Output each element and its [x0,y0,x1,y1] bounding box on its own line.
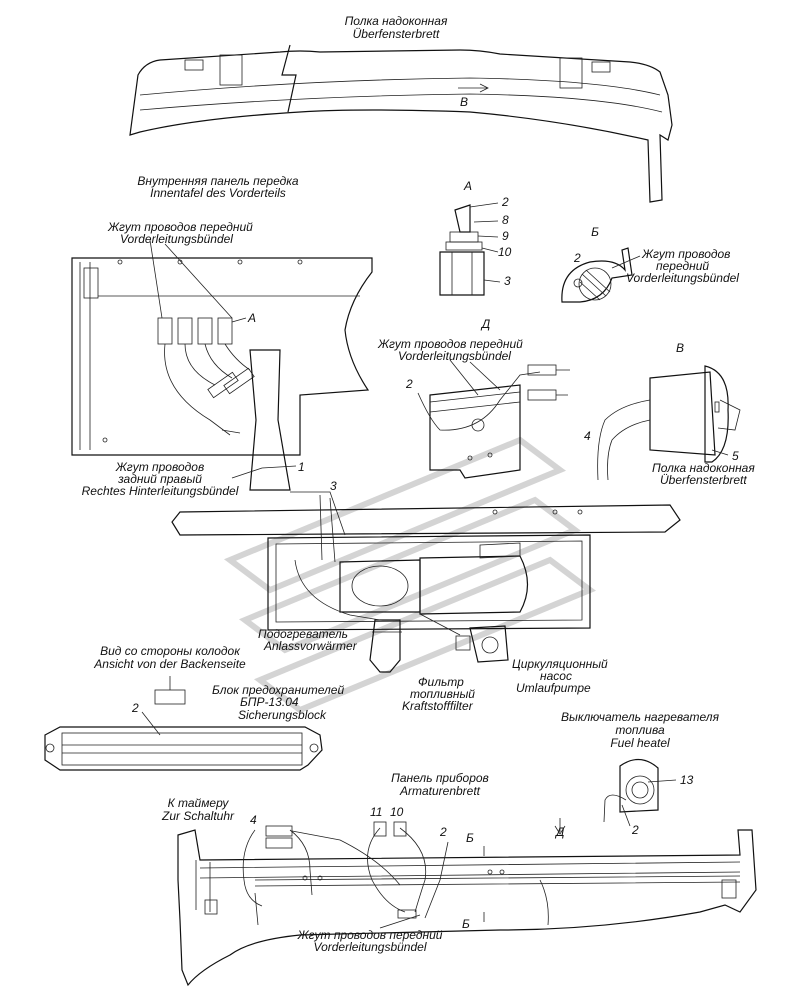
dash-label-de: Armaturenbrett [399,784,481,798]
fuse-label-de: Sicherungsblock [238,708,327,722]
inner-panel-label-de: Innentafel des Vorderteils [150,186,286,200]
inner-panel-label-ru: Внутренняя панель передка [137,174,299,188]
filter-label-de: Kraftstofffilter [402,699,474,713]
inner-panel-drawing [71,239,373,491]
harness-front-1-label-ru: Жгут проводов передний [107,220,253,234]
heater-label-ru: Подогреватель [258,627,348,641]
switch-num-13: 13 [680,773,694,787]
view-a-title: А [463,179,472,193]
fuel-switch-drawing [603,758,677,827]
shelf-v-label-de: Überfensterbrett [660,473,747,487]
filter-label-ru1: Фильтр [418,675,464,689]
fuse-block-drawing [44,676,323,771]
switch-label-ru1: Выключатель нагревателя [561,710,720,724]
view-a-num-3: 3 [504,274,511,288]
view-v-title: В [676,341,684,355]
switch-num-2: 2 [631,823,639,837]
heater-assembly-drawing [171,491,681,673]
view-v-num-4: 4 [584,429,591,443]
view-d-arrow-label: Д [554,825,565,839]
view-a-num-8: 8 [502,213,509,227]
view-v-drawing [597,365,741,481]
leader-bottom [379,914,421,929]
view-a-num-10: 10 [498,245,512,259]
harness-front-2-label-de: Vorderleitungsbündel [626,271,739,285]
view-a-drawing [439,202,501,296]
dash-num-10: 10 [390,805,404,819]
harness-front-3-label-ru: Жгут проводов передний [377,337,523,351]
harness-front-1-label-de: Vorderleitungsbündel [120,232,233,246]
harness-rear-label-de: Rechtes Hinterleitungsbündel [82,484,239,498]
pump-label-ru1: Циркуляционный [512,657,608,671]
num-3: 3 [330,479,337,493]
view-a-num-9: 9 [502,229,509,243]
harness-front-2-label-ru1: Жгут проводов [641,247,730,261]
dash-num-2: 2 [439,825,447,839]
section-b-bot: Б [462,917,470,931]
num-1: 1 [298,460,305,474]
timer-label-de: Zur Schaltuhr [161,809,235,823]
section-b-top: Б [466,831,474,845]
shelf-v-label-ru: Полка надоконная [652,461,755,475]
harness-rear-label-ru2: задний правый [117,472,202,486]
view-v-num-5: 5 [732,449,739,463]
harness-bottom-label-ru: Жгут проводов передний [297,928,443,942]
view-side-label-ru: Вид со стороны колодок [100,644,241,658]
view-b-drawing [561,247,641,303]
dash-num-11: 11 [370,805,382,819]
view-a-num-2: 2 [501,195,509,209]
switch-label-ru2: топлива [615,723,665,737]
harness-bottom-label-de: Vorderleitungsbündel [314,940,427,954]
view-side-label-de: Ansicht von der Backenseite [93,657,246,671]
timer-label-ru: К таймеру [168,796,230,810]
view-b-title: Б [591,225,599,239]
harness-rear-label-ru1: Жгут проводов [115,460,204,474]
dash-label-ru: Панель приборов [391,771,489,785]
dash-num-4: 4 [250,813,257,827]
callout-a-label: А [247,311,256,325]
view-d-title: Д [480,317,491,331]
heater-label-de: Anlassvorwärmer [263,639,358,653]
shelf-top-label-de: Überfensterbrett [353,27,440,41]
fuse-label-ru: Блок предохранителей [212,683,344,697]
dashboard-drawing [177,818,757,987]
harness-front-2-label-ru2: передний [656,259,709,273]
pump-label-ru2: насос [540,669,572,683]
filter-label-ru2: топливный [410,687,475,701]
view-b-num: 2 [573,251,581,265]
switch-label-en: Fuel heatel [610,736,670,750]
leader-rear [231,465,297,479]
shelf-top-drawing [129,44,673,203]
view-d-num: 2 [405,377,413,391]
view-d-drawing [417,359,570,479]
harness-front-3-label-de: Vorderleitungsbündel [398,349,511,363]
fuse-code: БПР-13.04 [240,695,299,709]
pump-label-de: Umlaufpumpe [516,681,591,695]
view-b-arrow-label: В [460,95,468,109]
shelf-top-label-ru: Полка надоконная [345,14,448,28]
fuse-num: 2 [131,701,139,715]
